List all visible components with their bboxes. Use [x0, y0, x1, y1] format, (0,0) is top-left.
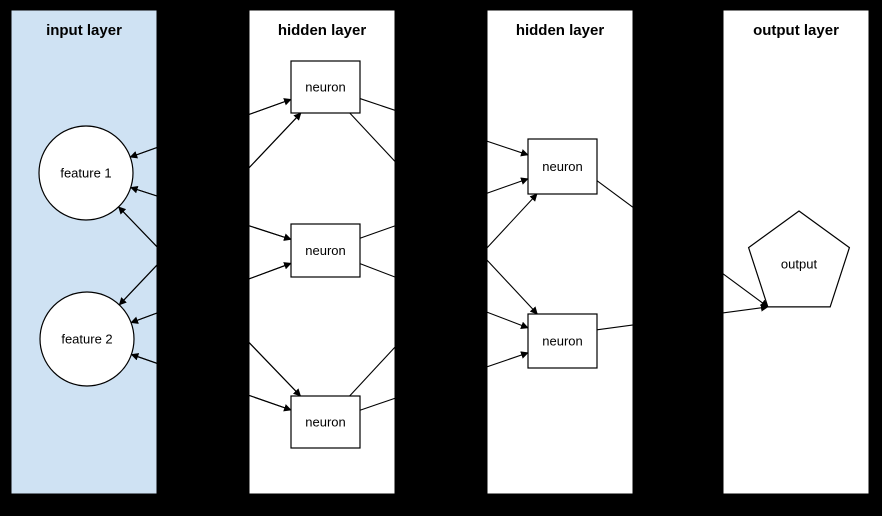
node-h2b[interactable]: neuron [527, 313, 598, 369]
connection-h1b-to-h2b [359, 263, 529, 329]
layer-titles-group: input layer hidden layer hidden layer outpu… [46, 22, 839, 39]
connection-f2-to-h1c [131, 353, 292, 412]
node-shape-out [747, 210, 851, 308]
node-label-f2: feature 2 [61, 331, 112, 346]
connection-f1-to-h1c [118, 206, 302, 397]
connection-h1a-to-h2a [359, 98, 529, 157]
node-shape-h1a [290, 60, 361, 114]
layer-panel-hidden2 [486, 9, 634, 495]
connection-h1a-to-h2b [349, 112, 538, 315]
connection-f2-to-h1a [118, 112, 302, 306]
node-shape-h1b [290, 223, 361, 278]
layer-title-input: input layer [46, 22, 122, 39]
layer-title-hidden2: hidden layer [516, 22, 605, 39]
connection-f1-to-h1b [130, 186, 292, 241]
node-f1[interactable]: feature 1 [38, 125, 134, 221]
node-h1a[interactable]: neuron [290, 60, 361, 114]
layer-title-hidden1: hidden layer [278, 22, 367, 39]
node-h2a[interactable]: neuron [527, 138, 598, 195]
node-label-h1c: neuron [305, 414, 345, 429]
node-shape-h2a [527, 138, 598, 195]
connections-group [118, 98, 769, 412]
node-label-h1b: neuron [305, 243, 345, 258]
connection-f1-to-h1a [130, 98, 292, 158]
node-out[interactable]: output [747, 210, 851, 308]
connection-h2b-to-out [596, 303, 769, 331]
connection-h2a-to-out [596, 180, 769, 308]
layer-title-output: output layer [753, 22, 839, 39]
layer-panel-input [10, 9, 158, 495]
node-label-h2a: neuron [542, 159, 582, 174]
node-label-out: output [781, 256, 818, 271]
node-shape-f1 [38, 125, 134, 221]
node-f2[interactable]: feature 2 [39, 291, 135, 387]
node-shape-f2 [39, 291, 135, 387]
node-label-f1: feature 1 [60, 165, 111, 180]
node-shape-h1c [290, 395, 361, 449]
nodes-group: feature 1 feature 2 neuron neuron neuron neur… [38, 60, 851, 449]
connection-h1c-to-h2b [359, 351, 529, 411]
node-label-h2b: neuron [542, 333, 582, 348]
node-label-h1a: neuron [305, 79, 345, 94]
connection-h1b-to-h2a [359, 177, 529, 239]
node-shape-h2b [527, 313, 598, 369]
connection-f2-to-h1b [130, 262, 292, 324]
node-h1b[interactable]: neuron [290, 223, 361, 278]
node-h1c[interactable]: neuron [290, 395, 361, 449]
